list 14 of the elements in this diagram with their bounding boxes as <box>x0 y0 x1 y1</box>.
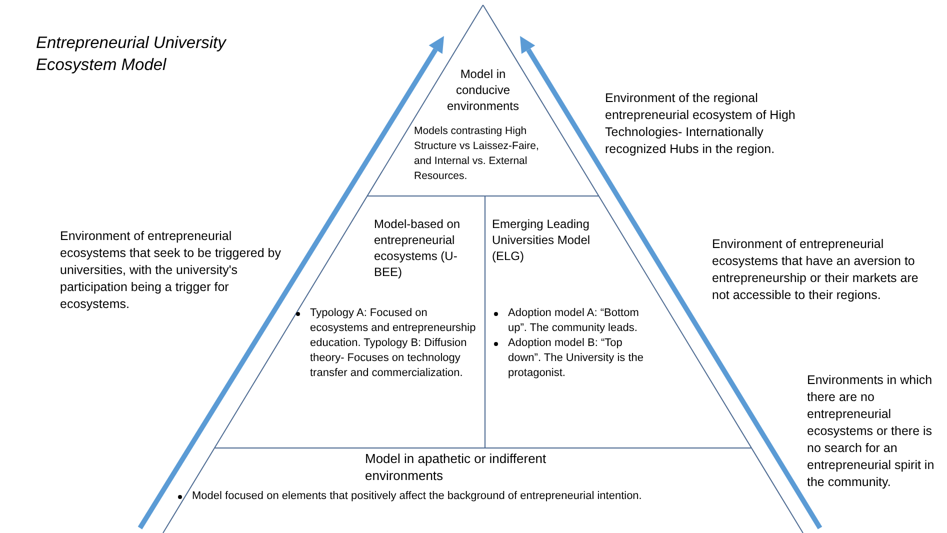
bullet-item: Typology A: Focused on ecosystems and entrepreneurship education. Typology B: Diffusion theory- Focuses on technology transfer and commercialization. <box>296 306 484 381</box>
environment-description: Environment of entrepreneurial ecosystems that have an aversion to entrepreneurship or their markets are not accessible to their regions. <box>712 236 920 304</box>
bullet-item: Model focused on elements that positively affect the background of entrepreneurial intention. <box>178 489 798 504</box>
zone-heading: Model-based on entrepreneurial ecosystems (U-BEE) <box>374 216 462 280</box>
bullet-item: Adoption model B: “Top down”. The University is the protagonist. <box>494 336 644 381</box>
diagram-title: Entrepreneurial University Ecosystem Model <box>36 33 228 76</box>
zone-heading: Emerging Leading Universities Model (ELG) <box>492 216 592 264</box>
environment-description: Environment of entrepreneurial ecosystems that seek to be triggered by universities, with the university's participation being a trigger for ecosystems. <box>60 228 282 313</box>
zone-heading: Model in apathetic or indifferent environments <box>365 450 548 484</box>
zone-heading: Model in conducive environments <box>446 66 520 114</box>
bullet-item: Adoption model A: “Bottom up”. The community leads. <box>494 306 644 336</box>
zone-description: Models contrasting High Structure vs Laissez-Faire, and Internal vs. External Resources. <box>414 124 540 184</box>
environment-description: Environment of the regional entrepreneurial ecosystem of High Technologies- Internationally recognized Hubs in the region. <box>605 90 796 158</box>
environment-description: Environments in which there are no entrepreneurial ecosystems or there is no search for an entrepreneurial spirit in the community. <box>807 372 936 491</box>
